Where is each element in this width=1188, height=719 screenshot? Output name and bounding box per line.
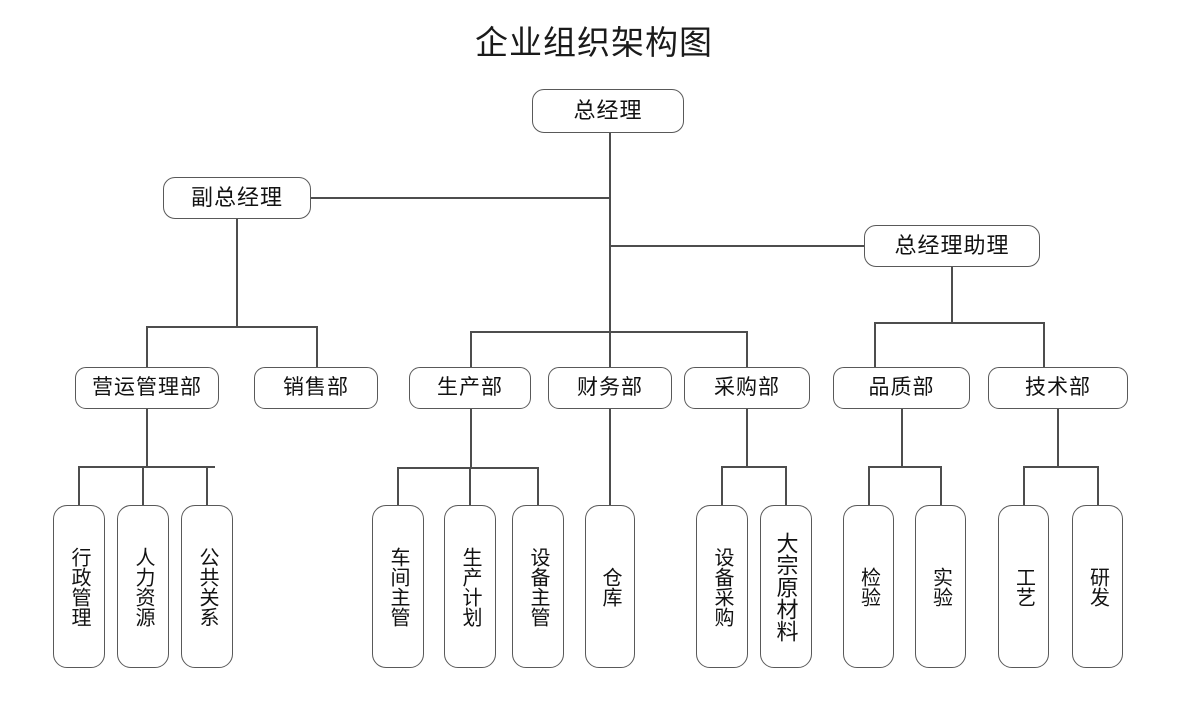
edge-qc-trunk (901, 409, 903, 466)
edge-ops-to-pr (206, 466, 208, 505)
node-public-relations[interactable]: 公共关系 (181, 505, 233, 668)
edge-vgm-trunk (236, 219, 238, 326)
edge-gma-to-qc (874, 322, 876, 367)
node-operations-management-dept[interactable]: 营运管理部 (75, 367, 219, 409)
edge-gm-to-prod (470, 331, 472, 367)
edge-gm-bus (470, 331, 747, 333)
edge-gm-to-purch (746, 331, 748, 367)
edge-fin-to-warehouse (609, 409, 611, 505)
node-quality-dept[interactable]: 品质部 (833, 367, 970, 409)
edge-tech-to-process (1023, 466, 1025, 505)
edge-gm-to-gma (609, 245, 865, 247)
edge-qc-bus (868, 466, 942, 468)
edge-prod-to-equip (537, 467, 539, 505)
node-technology-dept[interactable]: 技术部 (988, 367, 1128, 409)
edge-tech-to-rnd (1097, 466, 1099, 505)
node-purchasing-dept[interactable]: 采购部 (684, 367, 810, 409)
node-general-manager-assistant[interactable]: 总经理助理 (864, 225, 1040, 267)
edge-ops-trunk (146, 409, 148, 466)
edge-ops-to-admin (78, 466, 80, 505)
edge-gma-trunk (951, 267, 953, 322)
edge-vgm-to-sales (316, 326, 318, 367)
edge-gma-to-tech (1043, 322, 1045, 367)
node-workshop-supervisor[interactable]: 车间主管 (372, 505, 424, 668)
node-process-engineering[interactable]: 工艺 (998, 505, 1049, 668)
edge-vgm-bus (146, 326, 317, 328)
node-human-resources[interactable]: 人力资源 (117, 505, 169, 668)
edge-tech-bus (1023, 466, 1098, 468)
node-bulk-raw-materials[interactable]: 大宗原材料 (760, 505, 812, 668)
edge-ops-bus (78, 466, 215, 468)
node-research-development[interactable]: 研发 (1072, 505, 1123, 668)
edge-purch-bus (721, 466, 787, 468)
edge-purch-to-rawmat (785, 466, 787, 505)
node-equipment-purchasing[interactable]: 设备采购 (696, 505, 748, 668)
edge-gma-bus (874, 322, 1044, 324)
node-vice-general-manager[interactable]: 副总经理 (163, 177, 311, 219)
node-sales-dept[interactable]: 销售部 (254, 367, 378, 409)
edge-vgm-to-ops (146, 326, 148, 367)
edge-prod-to-workshop (397, 467, 399, 505)
edge-prod-to-plan (469, 467, 471, 505)
node-warehouse[interactable]: 仓库 (585, 505, 635, 668)
edge-purch-trunk (746, 409, 748, 466)
edge-qc-to-lab (940, 466, 942, 505)
node-laboratory[interactable]: 实验 (915, 505, 966, 668)
edge-purch-to-eqbuy (721, 466, 723, 505)
edge-gm-to-fin (609, 331, 611, 367)
node-finance-dept[interactable]: 财务部 (548, 367, 672, 409)
page-title: 企业组织架构图 (475, 24, 713, 61)
node-production-plan[interactable]: 生产计划 (444, 505, 496, 668)
edge-ops-to-hr (142, 466, 144, 505)
node-equipment-supervisor[interactable]: 设备主管 (512, 505, 564, 668)
node-administration[interactable]: 行政管理 (53, 505, 105, 668)
node-general-manager[interactable]: 总经理 (532, 89, 684, 133)
node-production-dept[interactable]: 生产部 (409, 367, 531, 409)
edge-prod-bus (397, 467, 538, 469)
node-inspection[interactable]: 检验 (843, 505, 894, 668)
edge-tech-trunk (1057, 409, 1059, 466)
edge-qc-to-inspect (868, 466, 870, 505)
edge-gm-to-vgm (311, 197, 610, 199)
edge-gm-trunk (609, 133, 611, 331)
edge-prod-trunk (470, 409, 472, 467)
